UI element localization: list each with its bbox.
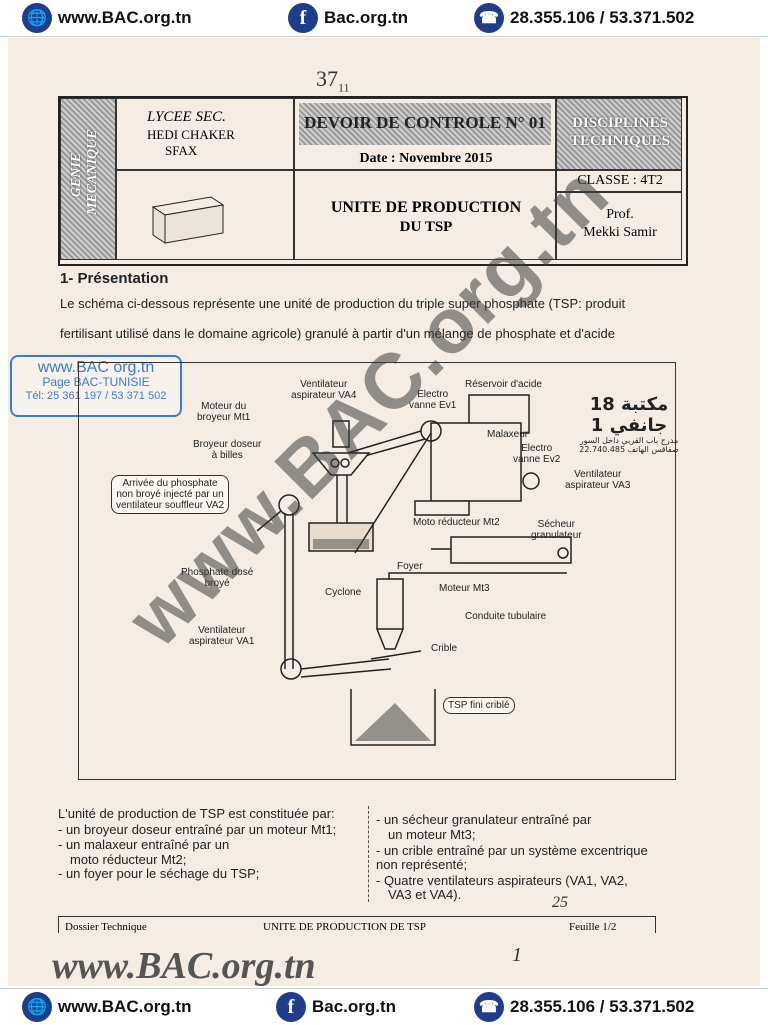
- prof-name: Mekki Samir: [583, 225, 657, 240]
- logo-cell: [116, 170, 294, 260]
- phone-icon: ☎: [474, 3, 504, 33]
- disciplines-line-1: DISCIPLINES: [572, 115, 668, 131]
- label-malaxeur: Malaxeur: [487, 429, 529, 440]
- label-mt3: Moteur Mt3: [439, 583, 490, 594]
- school-line-2: HEDI CHAKER: [147, 127, 235, 142]
- facebook-icon: f: [276, 992, 306, 1022]
- facebook-text: Bac.org.tn: [324, 8, 409, 27]
- side-label-mecanique: MECANIQUE: [85, 129, 100, 215]
- site-link-bottom[interactable]: 🌐 www.BAC.org.tn: [22, 992, 191, 1022]
- stamp-line-1: www.BAC org.tn: [37, 359, 155, 376]
- label-cyclone: Cyclone: [325, 587, 362, 598]
- classe-text: CLASSE : 4T2: [577, 173, 663, 188]
- label-arrivee: Arrivée du phosphate non broyé injecté p…: [111, 475, 230, 514]
- list-right-item-3b: VA3 et VA4).: [388, 887, 462, 902]
- page-number: 1: [512, 944, 522, 966]
- exam-title: DEVOIR DE CONTROLE N° 01: [304, 113, 546, 132]
- subject-cell: UNITE DE PRODUCTION DU TSP: [294, 170, 556, 260]
- genie-mecanique-cell: GENIE MECANIQUE: [60, 98, 116, 260]
- phone-link[interactable]: ☎ 28.355.106 / 53.371.502: [474, 3, 694, 33]
- site-text: www.BAC.org.tn: [58, 8, 192, 27]
- facebook-text-bottom: Bac.org.tn: [312, 997, 397, 1016]
- label-foyer: Foyer: [397, 561, 423, 572]
- list-divider: [368, 806, 370, 902]
- bottom-site-watermark[interactable]: www.BAC.org.tn: [52, 945, 316, 987]
- school-cell: LYCEE SEC. HEDI CHAKER SFAX: [116, 98, 294, 170]
- label-ev1: Electro vanne Ev1: [409, 389, 457, 411]
- list-right-item-1b: un moteur Mt3;: [388, 827, 476, 842]
- stamp-line-2: Page BAC-TUNISIE: [42, 375, 150, 389]
- facebook-icon: f: [288, 3, 318, 33]
- label-va1: Ventilateur aspirateur VA1: [189, 625, 255, 647]
- document-footer: Dossier Technique UNITE DE PRODUCTION DE…: [58, 916, 656, 933]
- label-mt2: Moto réducteur Mt2: [413, 517, 500, 528]
- intro-line-2: fertilisant utilisé dans le domaine agri…: [60, 326, 615, 341]
- label-phosphate-dose: Phosphate dosé broyé: [181, 567, 254, 589]
- side-label-genie: GENIE: [69, 152, 84, 198]
- label-va3: Ventilateur aspirateur VA3: [565, 469, 631, 491]
- list-left-item-2b: moto réducteur Mt2;: [70, 852, 187, 867]
- arabic-stamp: مكتبة 18 جانفي 1 مدرج باب القربي داخل ال…: [564, 394, 694, 454]
- label-crible: Crible: [431, 643, 458, 654]
- arabic-stamp-line-1: مكتبة 18 جانفي 1: [589, 394, 669, 436]
- label-mt1: Moteur du broyeur Mt1: [197, 401, 251, 423]
- label-ev2: Electro vanne Ev2: [513, 443, 561, 465]
- label-broyeur: Broyeur doseur à billes: [193, 439, 262, 461]
- subject-line-2: DU TSP: [399, 219, 453, 235]
- subject-line-1: UNITE DE PRODUCTION: [330, 199, 522, 216]
- list-left-item-1: - un broyeur doseur entraîné par un mote…: [58, 822, 337, 837]
- bottom-banner: 🌐 www.BAC.org.tn f Bac.org.tn ☎ 28.355.1…: [0, 988, 768, 1025]
- handwritten-page-mark: 3711: [316, 66, 350, 95]
- label-va4: Ventilateur aspirateur VA4: [291, 379, 357, 401]
- arabic-stamp-line-3: 22.740.485 صفاقس الهاتف: [579, 445, 679, 454]
- facebook-link[interactable]: f Bac.org.tn: [288, 3, 408, 33]
- site-link[interactable]: 🌐 www.BAC.org.tn: [22, 3, 191, 33]
- process-diagram: [256, 394, 572, 746]
- phone-text: 28.355.106 / 53.371.502: [510, 8, 695, 27]
- footer-center: UNITE DE PRODUCTION DE TSP: [263, 921, 426, 933]
- exam-date: Date : Novembre 2015: [359, 151, 493, 166]
- arabic-stamp-line-2: مدرج باب القربي داخل السور: [579, 436, 679, 445]
- globe-icon: 🌐: [22, 992, 52, 1022]
- list-intro: L'unité de production de TSP est constit…: [58, 806, 335, 821]
- top-banner: 🌐 www.BAC.org.tn f Bac.org.tn ☎ 28.355.1…: [0, 0, 768, 37]
- list-right-item-2a: - un crible entraîné par un système exce…: [376, 843, 648, 858]
- list-left-item-2a: - un malaxeur entraîné par un: [58, 837, 230, 852]
- section-title: 1- Présentation: [60, 270, 169, 287]
- diagram-frame: Ventilateur aspirateur VA4 Electro vanne…: [78, 362, 676, 780]
- disciplines-line-2: TECHNIQUES: [569, 133, 671, 149]
- label-tsp-fini: TSP fini criblé: [443, 697, 515, 714]
- list-right-item-2b: non représenté;: [376, 857, 468, 872]
- page-mark-main: 37: [316, 66, 338, 91]
- school-line-3: SFAX: [165, 143, 198, 158]
- handwritten-note: 25: [552, 894, 568, 911]
- exam-title-cell: DEVOIR DE CONTROLE N° 01 Date : Novembre…: [294, 98, 556, 170]
- label-secheur: Sécheur granulateur: [531, 519, 582, 541]
- footer-right: Feuille 1/2: [569, 921, 617, 933]
- phone-text-bottom: 28.355.106 / 53.371.502: [510, 997, 695, 1016]
- list-right-item-1a: - un sécheur granulateur entraîné par: [376, 812, 592, 827]
- box-drawing-icon: [151, 196, 225, 244]
- list-right-item-3a: - Quatre ventilateurs aspirateurs (VA1, …: [376, 873, 628, 888]
- facebook-link-bottom[interactable]: f Bac.org.tn: [276, 992, 396, 1022]
- phone-link-bottom[interactable]: ☎ 28.355.106 / 53.371.502: [474, 992, 694, 1022]
- prof-title: Prof.: [606, 207, 634, 222]
- site-text-bottom: www.BAC.org.tn: [58, 997, 192, 1016]
- school-line-1: LYCEE SEC.: [147, 109, 226, 125]
- disciplines-cell: DISCIPLINES TECHNIQUES: [556, 98, 682, 170]
- label-reservoir: Réservoir d'acide: [465, 379, 542, 390]
- phone-icon: ☎: [474, 992, 504, 1022]
- footer-left: Dossier Technique: [65, 921, 147, 933]
- stamp-line-3: Tél: 25 361 197 / 53 371 502: [25, 390, 167, 402]
- page-mark-sub: 11: [338, 80, 350, 95]
- label-conduite: Conduite tubulaire: [465, 611, 547, 622]
- globe-icon: 🌐: [22, 3, 52, 33]
- intro-line-1: Le schéma ci-dessous représente une unit…: [60, 296, 626, 311]
- exam-header: GENIE MECANIQUE LYCEE SEC. HEDI CHAKER S…: [58, 96, 688, 266]
- list-left-item-3: - un foyer pour le séchage du TSP;: [58, 866, 260, 881]
- prof-cell: Prof. Mekki Samir: [556, 192, 682, 260]
- bac-stamp: www.BAC org.tn Page BAC-TUNISIE Tél: 25 …: [10, 355, 182, 417]
- classe-cell: CLASSE : 4T2: [556, 170, 682, 192]
